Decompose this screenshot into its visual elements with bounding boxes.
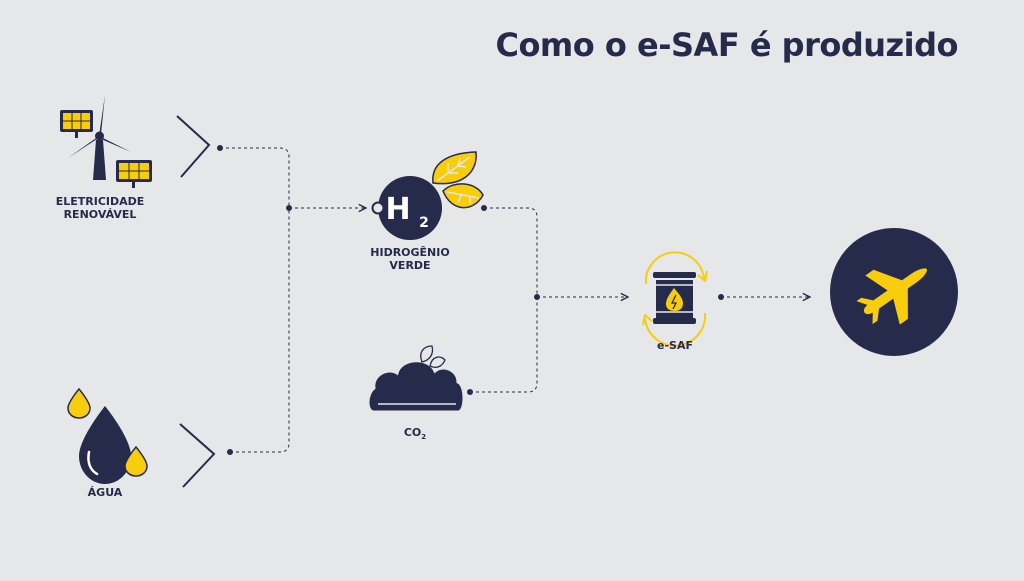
- water-label-text: ÁGUA: [87, 486, 123, 499]
- hydrogen-label-line1: HIDROGÊNIO: [370, 246, 450, 259]
- connector-dot: [227, 449, 233, 455]
- fuel-barrel-icon: [653, 272, 696, 324]
- co2-label-text: CO: [403, 426, 422, 439]
- electricity-label-line1: ELETRICIDADE: [55, 195, 145, 208]
- chevron-icon: [176, 115, 211, 178]
- cloud-icon: [366, 345, 466, 414]
- solar-panel-icon: [116, 160, 152, 188]
- hydrogen-subscript: 2: [419, 215, 429, 231]
- esaf-label-text: e-SAF: [657, 339, 693, 352]
- electricity-label: ELETRICIDADE RENOVÁVEL: [40, 195, 160, 221]
- leaf-icon: [432, 151, 484, 209]
- connector-dot: [467, 389, 473, 395]
- wind-turbine-icon: [68, 95, 131, 180]
- connector-dot: [286, 205, 292, 211]
- connector-co2-out: [470, 297, 538, 393]
- connector-dot: [481, 205, 487, 211]
- hydrogen-symbol: H: [385, 192, 410, 227]
- page-title: Como o e-SAF é produzido: [495, 26, 958, 64]
- connector-water: [230, 208, 290, 453]
- water-drop-icon: [67, 387, 148, 484]
- co2-label: CO2: [380, 426, 450, 444]
- chevron-icon: [179, 423, 216, 488]
- cycle-arrows-icon: [642, 251, 708, 347]
- connector-hydrogen-out: [484, 207, 538, 297]
- connector-electricity: [220, 147, 290, 208]
- airplane-icon: [830, 228, 958, 356]
- hydrogen-label-line2: VERDE: [389, 259, 431, 272]
- connector-dot: [534, 294, 540, 300]
- connector-dot: [217, 145, 223, 151]
- hydrogen-label: HIDROGÊNIO VERDE: [350, 246, 470, 272]
- hydrogen-icon: H 2: [371, 176, 442, 240]
- connector-dot: [718, 294, 724, 300]
- solar-panel-icon: [60, 110, 93, 138]
- electricity-label-line2: RENOVÁVEL: [63, 208, 137, 221]
- co2-label-subscript: 2: [421, 433, 427, 442]
- water-label: ÁGUA: [70, 486, 140, 499]
- esaf-label: e-SAF: [640, 339, 710, 352]
